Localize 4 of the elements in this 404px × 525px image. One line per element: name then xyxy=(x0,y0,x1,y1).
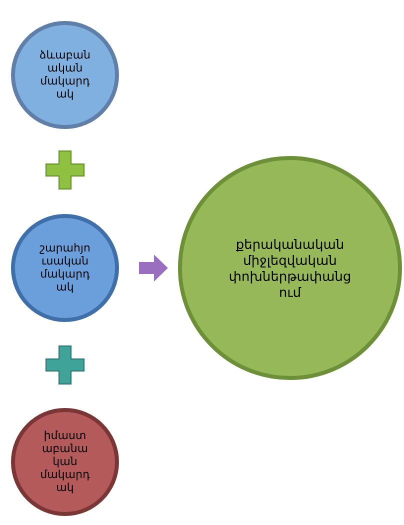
circle-node: քերականական միջլեզվական փոխներթափանց ում xyxy=(178,156,402,380)
circle-node: շարահյո ւսական մակարդ ակ xyxy=(11,214,119,322)
circle-node: իմաստ աբանա կան մակարդ ակ xyxy=(11,408,119,516)
circle-node: ձևաբան ական մակարդ ակ xyxy=(11,21,119,129)
